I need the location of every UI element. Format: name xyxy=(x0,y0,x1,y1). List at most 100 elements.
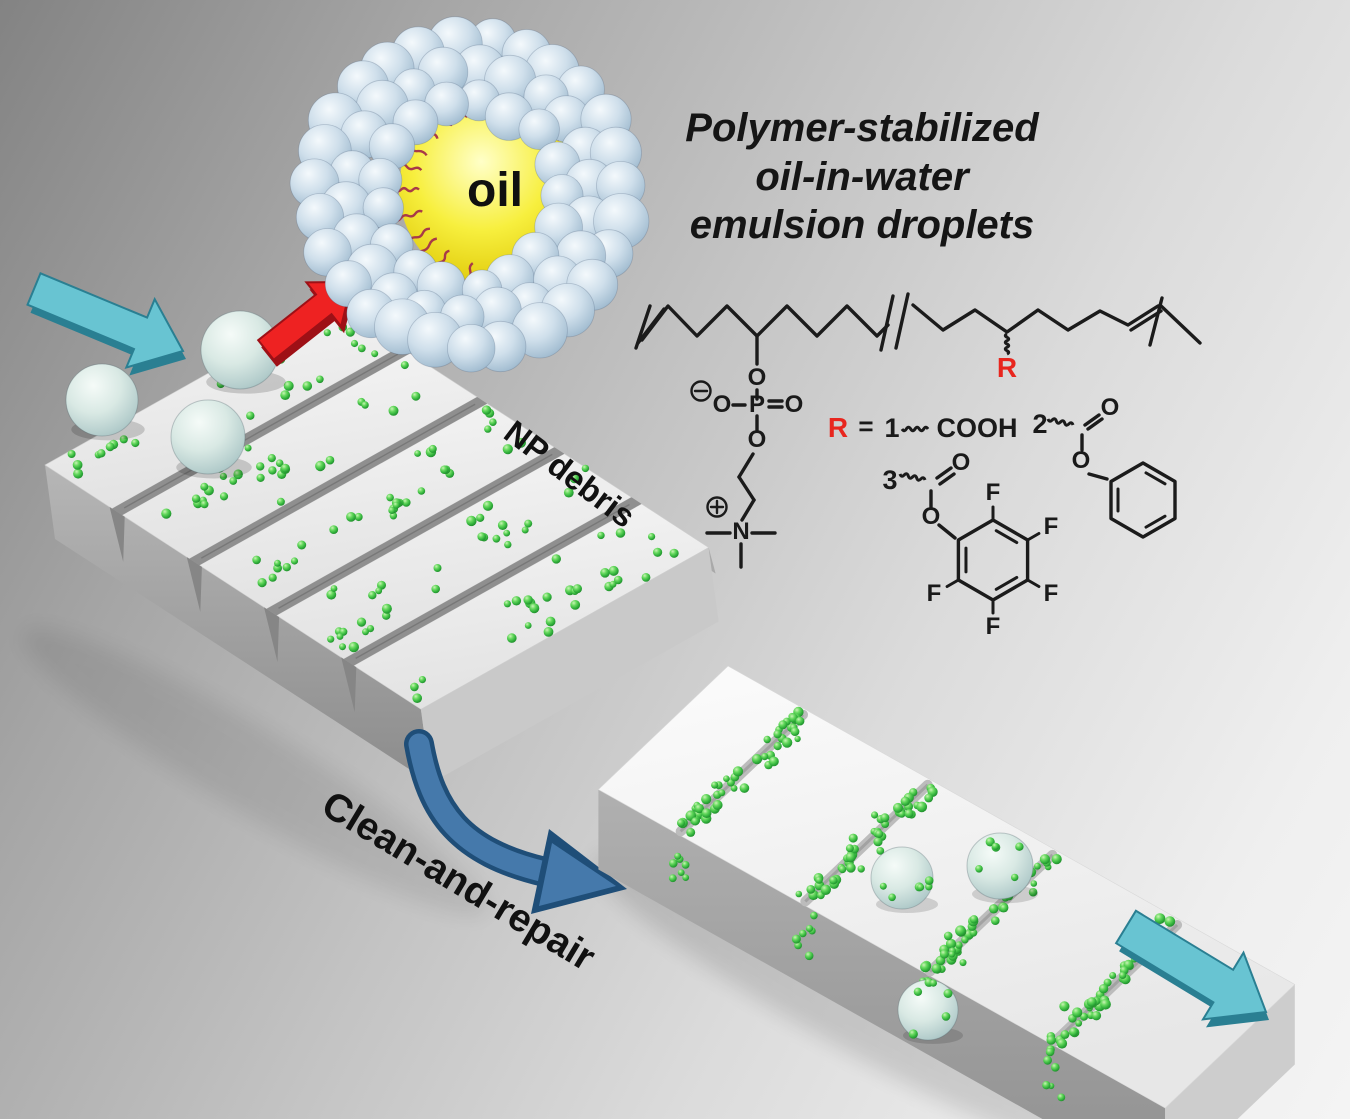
atom-label: F xyxy=(986,613,1001,640)
np-debris-particle xyxy=(572,584,583,594)
np-debris-particle xyxy=(297,540,307,550)
bond xyxy=(894,292,910,350)
repair-line-particle xyxy=(1060,1030,1070,1039)
repair-line-particle xyxy=(848,833,858,843)
bond xyxy=(994,575,1019,591)
shell-nanoparticle xyxy=(447,324,496,373)
emulsion-droplet-sphere xyxy=(170,399,246,475)
repair-line-particle xyxy=(961,936,969,944)
repair-line-particle xyxy=(959,959,967,967)
captured-particle xyxy=(941,1012,951,1021)
np-debris-particle xyxy=(229,477,238,485)
atom-label: R xyxy=(997,352,1017,383)
atom-label: COOH xyxy=(937,413,1018,443)
repair-line-particle xyxy=(1164,916,1176,927)
spillover-particle xyxy=(1057,1093,1066,1102)
spillover-particle xyxy=(681,861,690,869)
scratch-groove-line xyxy=(200,403,476,559)
atom-label: F xyxy=(986,479,1001,506)
repair-line-particle xyxy=(999,903,1009,913)
np-debris-particle xyxy=(431,584,441,594)
polymer-chain-squiggle xyxy=(394,186,420,193)
np-debris-particle xyxy=(345,327,355,337)
repair-line-particle xyxy=(893,802,903,813)
repair-line-particle xyxy=(989,904,999,914)
np-debris-particle xyxy=(161,508,172,519)
scratch-groove-line xyxy=(123,353,399,509)
bond xyxy=(879,294,895,352)
spillover-particle xyxy=(1051,1063,1060,1072)
repair-line-particle xyxy=(969,915,979,924)
curved-arrow-head xyxy=(539,843,616,906)
spillover-particle xyxy=(791,934,801,944)
block-right-face xyxy=(420,547,719,784)
repair-line-particle xyxy=(955,925,966,937)
np-debris-particle xyxy=(521,526,529,534)
np-debris-particle xyxy=(219,492,229,501)
repair-line-particle xyxy=(781,737,793,748)
squiggle-bond xyxy=(1003,332,1011,356)
np-debris-particle xyxy=(569,473,580,484)
repair-line-particle xyxy=(857,865,865,873)
captured-particle xyxy=(943,989,953,998)
repair-line-particle xyxy=(1080,1012,1088,1021)
emulsion-droplet-sphere xyxy=(897,979,959,1041)
atom-label: O xyxy=(713,391,732,418)
negative-charge-icon xyxy=(690,380,712,402)
spillover-particle xyxy=(1045,1047,1055,1057)
squiggle-bond xyxy=(898,472,927,482)
np-debris-particle xyxy=(97,449,106,458)
repair-line-particle xyxy=(1056,1038,1068,1049)
np-debris-particle xyxy=(325,455,335,465)
bond xyxy=(1026,532,1041,542)
np-debris-particle xyxy=(581,464,590,473)
np-debris-particle xyxy=(348,641,359,653)
np-debris-particle xyxy=(476,513,485,523)
repair-line-particle xyxy=(694,803,704,814)
repair-line-particle xyxy=(778,720,788,730)
squiggle-bond xyxy=(1046,417,1075,427)
repair-line-particle xyxy=(920,961,931,973)
np-debris-particle xyxy=(516,437,526,448)
np-debris-particle xyxy=(381,603,392,614)
np-debris-particle xyxy=(326,589,337,600)
np-debris-particle xyxy=(388,405,399,416)
bond xyxy=(740,498,756,522)
spillover-particle xyxy=(682,874,690,881)
spillover-particle xyxy=(674,852,682,860)
shell-nanoparticle xyxy=(518,108,560,150)
benzene-ring xyxy=(1109,461,1177,539)
repair-line-particle xyxy=(1069,1027,1079,1037)
np-debris-particle xyxy=(371,350,379,358)
curved-arrow-shaft xyxy=(408,733,556,883)
bond xyxy=(1158,303,1202,345)
repair-line-particle xyxy=(880,813,890,823)
repair-line-particle xyxy=(795,890,803,898)
np-debris-particle xyxy=(648,533,656,541)
spillover-particle xyxy=(810,911,818,920)
np-debris-particle xyxy=(275,459,284,468)
repair-line-particle xyxy=(1051,854,1062,865)
np-debris-particle xyxy=(543,627,554,637)
bond xyxy=(1083,413,1101,427)
atom-label: O xyxy=(748,426,767,453)
outflow-arrow xyxy=(1114,909,1269,1028)
np-debris-particle xyxy=(336,633,344,640)
repair-line-particle xyxy=(1075,1019,1083,1027)
repair-line-particle xyxy=(677,819,685,827)
repaired-surface-block xyxy=(597,665,1296,1119)
atom-label: O xyxy=(785,391,804,418)
np-debris-particle xyxy=(400,361,409,370)
np-debris-particle xyxy=(402,498,411,507)
repair-line-particle xyxy=(904,809,914,819)
repair-line-particle xyxy=(751,754,763,765)
backbone-bond xyxy=(911,303,1160,334)
np-debris-particle xyxy=(511,596,522,606)
np-debris-particle xyxy=(477,532,487,541)
np-debris-particle xyxy=(503,529,511,537)
repair-line-particle xyxy=(845,852,856,863)
repair-line-particle xyxy=(943,931,953,941)
np-debris-particle xyxy=(608,565,619,576)
v-notch xyxy=(186,557,202,612)
repair-line-particle xyxy=(924,793,934,803)
